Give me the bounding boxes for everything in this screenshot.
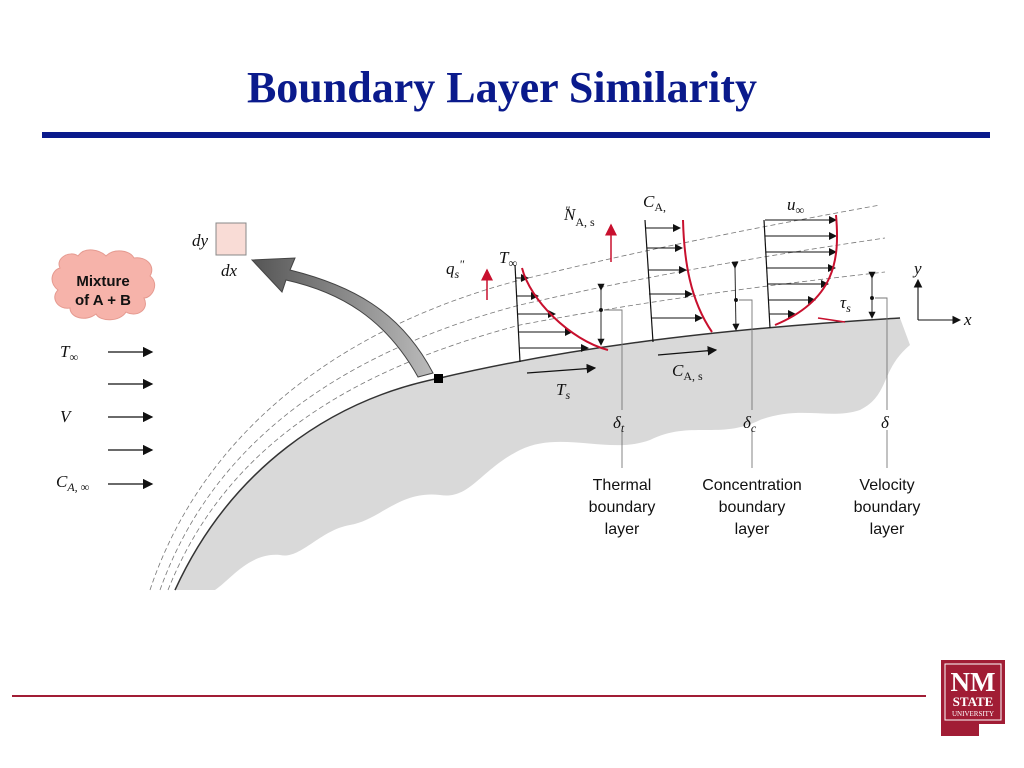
mixture-label-line1: Mixture (76, 273, 129, 290)
footer-rule (12, 695, 926, 697)
svg-text:STATE: STATE (953, 694, 994, 709)
u-inf-label: u∞ (787, 195, 805, 217)
Ts-label: Ts (556, 380, 570, 402)
delta-c-label: δc (743, 413, 757, 435)
svg-text:UNIVERSITY: UNIVERSITY (952, 710, 994, 718)
thermal-label-1: Thermal (593, 477, 652, 494)
nmsu-logo: NM STATE UNIVERSITY (941, 660, 1005, 736)
svg-text:NM: NM (951, 667, 996, 697)
mass-flux-label: NA, s" (563, 203, 595, 229)
x-axis-label: x (963, 310, 972, 329)
T-inf-label: T∞ (499, 248, 517, 270)
concentration-profile (644, 219, 718, 356)
mixture-label-line2: of A + B (75, 292, 131, 309)
thermal-label-3: layer (605, 521, 640, 538)
dx-label: dx (221, 261, 238, 280)
thermal-profile (514, 264, 609, 374)
freestream-C-label: CA, ∞ (56, 472, 90, 494)
dy-label: dy (192, 231, 209, 250)
freestream-T-label: T∞ (60, 342, 78, 364)
solid-surface (175, 318, 910, 590)
conc-label-2: boundary (719, 499, 786, 516)
zoom-arrow (250, 257, 434, 378)
tau-label: τs (840, 293, 851, 315)
delta-label: δ (881, 413, 890, 432)
mixture-cloud: Mixture of A + B (51, 249, 156, 321)
velocity-label-2: boundary (854, 499, 921, 516)
boundary-dashed-lines (149, 204, 886, 591)
coordinate-axes (913, 278, 962, 325)
delta-t-label: δt (613, 413, 625, 435)
freestream-V-label: V (60, 407, 73, 426)
surface-element-marker (434, 374, 443, 383)
freestream-arrows (108, 346, 154, 490)
y-axis-label: y (912, 259, 922, 278)
velocity-label-3: layer (870, 521, 905, 538)
boundary-layer-diagram: dy dx Mixture of A + B T∞ V CA, ∞ T∞ Ts … (51, 192, 972, 591)
heat-flux-label: qs" (446, 257, 465, 281)
layer-labels: Thermal boundary layer Concentration bou… (589, 477, 921, 538)
slide-title: Boundary Layer Similarity (246, 63, 758, 112)
thermal-label-2: boundary (589, 499, 656, 516)
CAs-label: CA, s (672, 361, 703, 383)
velocity-profile (763, 214, 846, 329)
velocity-label-1: Velocity (859, 477, 914, 494)
conc-label-3: layer (735, 521, 770, 538)
CA-label: CA, (643, 192, 666, 214)
conc-label-1: Concentration (702, 477, 802, 494)
title-underline (42, 132, 990, 138)
thickness-markers (597, 261, 888, 468)
differential-element (215, 222, 247, 256)
